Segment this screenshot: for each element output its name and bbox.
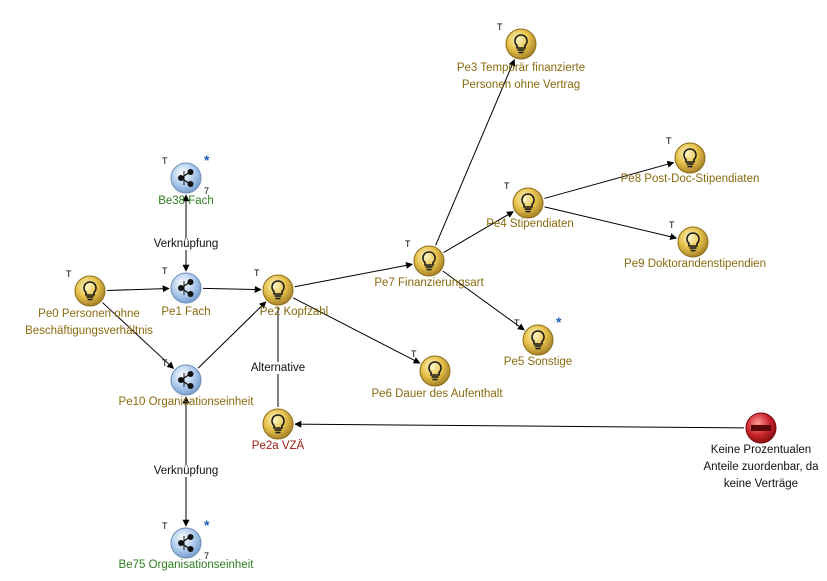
type-marker: T bbox=[254, 268, 260, 278]
node-label-line: Anteile zuordenbar, da bbox=[703, 461, 819, 473]
lightbulb-icon[interactable] bbox=[512, 187, 544, 219]
node-label-line: Pe3 Temporär finanzierte bbox=[456, 62, 586, 74]
node-label-line: Pe2 Kopfzahl bbox=[259, 306, 329, 318]
type-marker: T bbox=[66, 269, 72, 279]
star-marker: * bbox=[204, 152, 210, 168]
node-label-line: Personen ohne Vertrag bbox=[461, 79, 581, 91]
node-label-line: Pe9 Doktorandenstipendien bbox=[624, 258, 766, 270]
node-label-line: Be38 Fach bbox=[158, 195, 214, 207]
star-marker: * bbox=[556, 314, 562, 330]
type-marker: T bbox=[162, 156, 168, 166]
minus-icon[interactable] bbox=[745, 412, 777, 444]
type-marker: T bbox=[504, 181, 510, 191]
edge-pe2-pe7 bbox=[294, 261, 413, 288]
share-icon[interactable] bbox=[170, 364, 202, 396]
count-marker: 7 bbox=[204, 186, 210, 196]
node-label-line: Pe2a VZÄ bbox=[251, 440, 305, 452]
edge-pe7-pe3 bbox=[435, 59, 516, 246]
node-label-pe2a: Pe2a VZÄ bbox=[252, 438, 304, 455]
node-label-line: Pe4 Stipendiaten bbox=[486, 218, 574, 230]
count-marker: 7 bbox=[204, 551, 210, 561]
edge-label-verknuepfung-top: Verknüpfung bbox=[151, 238, 221, 250]
edge-label-verknuepfung-bottom: Verknüpfung bbox=[151, 465, 221, 477]
type-marker: T bbox=[497, 22, 503, 32]
lightbulb-icon[interactable] bbox=[413, 245, 445, 277]
lightbulb-icon[interactable] bbox=[522, 324, 554, 356]
edge-pe10-pe2 bbox=[197, 301, 267, 369]
lightbulb-icon[interactable] bbox=[74, 275, 106, 307]
node-label-line: keine Verträge bbox=[723, 478, 799, 490]
node-label-line: Keine Prozentualen bbox=[710, 444, 812, 456]
type-marker: T bbox=[162, 358, 168, 368]
edge-minus-pe2a bbox=[294, 420, 745, 429]
lightbulb-icon[interactable] bbox=[262, 274, 294, 306]
node-label-line: Pe6 Dauer des Aufenthalt bbox=[371, 388, 503, 400]
node-label-pe7: Pe7 Finanzierungsart bbox=[374, 275, 483, 292]
type-marker: T bbox=[666, 136, 672, 146]
node-label-pe4: Pe4 Stipendiaten bbox=[486, 216, 574, 233]
type-marker: T bbox=[162, 521, 168, 531]
edge-label-alternative: Alternative bbox=[248, 362, 308, 374]
edge-pe4-pe9 bbox=[544, 206, 678, 241]
node-label-line: Be75 Organisationseinheit bbox=[118, 559, 254, 571]
node-label-be38: Be38 Fach bbox=[158, 193, 214, 210]
node-label-line: Pe5 Sonstige bbox=[503, 356, 573, 368]
node-label-pe2: Pe2 Kopfzahl bbox=[260, 304, 328, 321]
node-label-line: Beschäftigungsverhältnis bbox=[25, 325, 153, 337]
node-label-line: Pe1 Fach bbox=[161, 306, 211, 318]
node-label-line: Pe8 Post-Doc-Stipendiaten bbox=[620, 173, 760, 185]
node-label-be75: Be75 Organisationseinheit bbox=[119, 557, 254, 574]
node-label-line: Pe10 Organisationseinheit bbox=[118, 396, 254, 408]
share-icon[interactable] bbox=[170, 272, 202, 304]
lightbulb-icon[interactable] bbox=[419, 355, 451, 387]
node-label-pe5: Pe5 Sonstige bbox=[504, 354, 572, 371]
edge-pe2-pe6 bbox=[292, 297, 421, 364]
share-icon[interactable] bbox=[170, 527, 202, 559]
node-label-pe6: Pe6 Dauer des Aufenthalt bbox=[371, 386, 502, 403]
node-label-pe10: Pe10 Organisationseinheit bbox=[119, 394, 254, 411]
type-marker: T bbox=[405, 239, 411, 249]
edge-pe7-pe5 bbox=[442, 270, 525, 331]
type-marker: T bbox=[162, 266, 168, 276]
edge-pe4-pe8 bbox=[544, 160, 675, 199]
lightbulb-icon[interactable] bbox=[262, 408, 294, 440]
node-label-pe9: Pe9 Doktorandenstipendien bbox=[624, 256, 766, 273]
lightbulb-icon[interactable] bbox=[505, 28, 537, 60]
node-label-line: Pe7 Finanzierungsart bbox=[374, 277, 484, 289]
type-marker: T bbox=[669, 220, 675, 230]
star-marker: * bbox=[204, 517, 210, 533]
lightbulb-icon[interactable] bbox=[677, 226, 709, 258]
share-icon[interactable] bbox=[170, 162, 202, 194]
edge-pe0-pe1 bbox=[106, 285, 170, 293]
type-marker: T bbox=[411, 349, 417, 359]
type-marker: T bbox=[514, 318, 520, 328]
node-label-pe8: Pe8 Post-Doc-Stipendiaten bbox=[621, 171, 760, 188]
node-label-pe1: Pe1 Fach bbox=[161, 304, 210, 321]
lightbulb-icon[interactable] bbox=[674, 142, 706, 174]
edge-pe0-pe10 bbox=[102, 302, 175, 369]
node-label-line: Pe0 Personen ohne bbox=[38, 308, 140, 320]
edge-pe1-pe2 bbox=[202, 285, 262, 293]
edge-pe7-pe4 bbox=[443, 211, 514, 253]
